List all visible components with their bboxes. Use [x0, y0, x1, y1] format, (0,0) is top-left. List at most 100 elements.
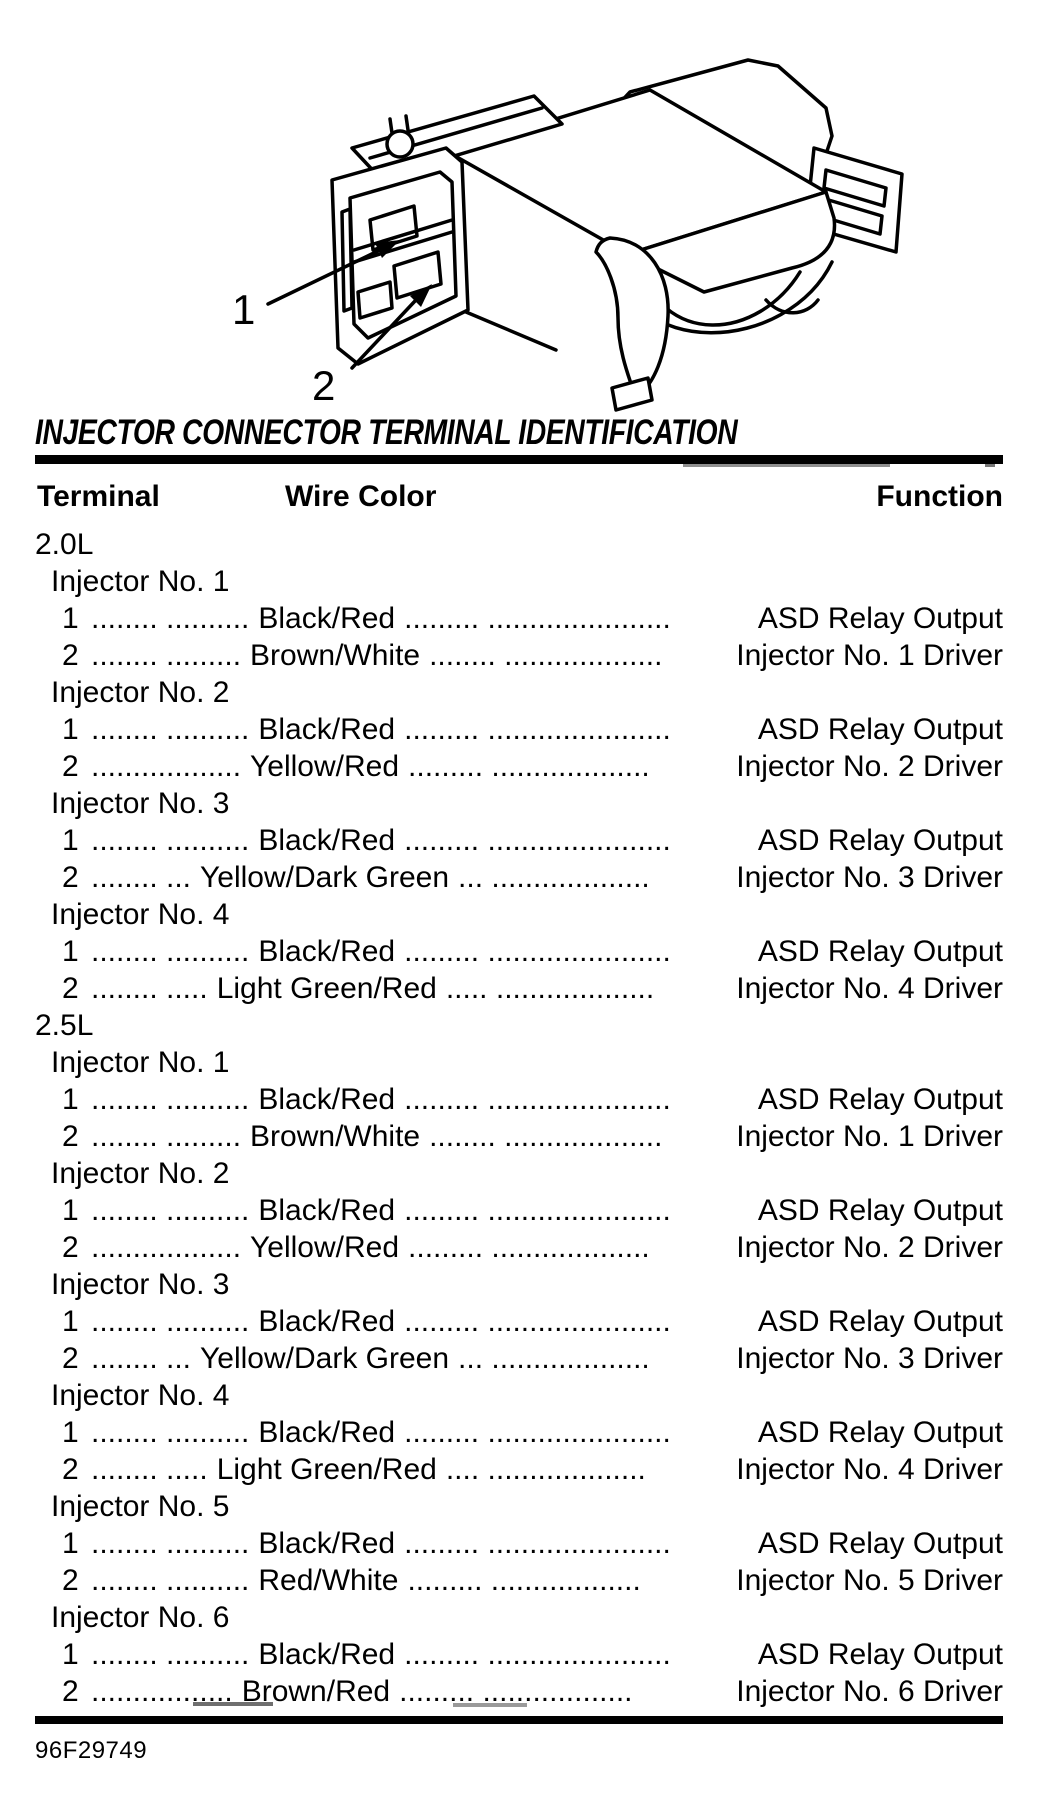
function-value: ASD Relay Output	[757, 1194, 1003, 1227]
function-value: Injector No. 1 Driver	[736, 1120, 1003, 1153]
dot-leader: ........ ...	[91, 1342, 192, 1375]
injector-label: Injector No. 1	[51, 565, 230, 598]
dot-leader: ..................	[91, 750, 242, 783]
terminal-row: 2.................Brown/Red......... ...…	[35, 1673, 1003, 1710]
function-value: ASD Relay Output	[757, 1305, 1003, 1338]
section-heading: INJECTOR CONNECTOR TERMINAL IDENTIFICATI…	[35, 413, 1003, 453]
function-value: Injector No. 6 Driver	[736, 1675, 1003, 1708]
connector-body-side	[626, 190, 837, 294]
callout-2: 2	[312, 284, 432, 409]
terminal-cavity-2	[392, 250, 443, 300]
function-value: ASD Relay Output	[757, 1416, 1003, 1449]
terminal-number: 2	[62, 750, 79, 783]
function-value: ASD Relay Output	[757, 1083, 1003, 1116]
callout-1-arrow	[266, 249, 380, 306]
dot-leader: ......... ......................	[404, 1083, 671, 1116]
terminal-row: 2........ .....Light Green/Red.... .....…	[35, 1451, 1003, 1488]
function-value: ASD Relay Output	[757, 824, 1003, 857]
wire-color-value: Black/Red	[258, 1305, 396, 1338]
dot-leader: ......... ......................	[404, 1638, 671, 1671]
scan-artifact	[453, 1703, 527, 1707]
function-value: Injector No. 3 Driver	[736, 1342, 1003, 1375]
dot-leader: ........ ..........	[91, 1416, 250, 1449]
dot-leader: ........ ..........	[91, 824, 250, 857]
heading-rule	[35, 455, 1003, 464]
terminal-number: 1	[62, 602, 79, 635]
callout-2-label: 2	[312, 362, 335, 409]
dot-leader: ......... ......................	[404, 1305, 671, 1338]
function-value: Injector No. 5 Driver	[736, 1564, 1003, 1597]
terminal-row: 2........ ...Yellow/Dark Green... ......…	[35, 859, 1003, 896]
injector-label: Injector No. 4	[51, 898, 230, 931]
wire-color-value: Black/Red	[258, 1527, 396, 1560]
section-heading-text: INJECTOR CONNECTOR TERMINAL IDENTIFICATI…	[35, 413, 738, 452]
terminal-row: 1........ ..........Black/Red......... .…	[35, 1525, 1003, 1562]
function-value: Injector No. 2 Driver	[736, 750, 1003, 783]
dot-leader: ..................	[91, 1231, 242, 1264]
function-value: ASD Relay Output	[757, 602, 1003, 635]
wire-color-value: Yellow/Dark Green	[200, 1342, 450, 1375]
terminal-number: 2	[62, 1342, 79, 1375]
terminal-number: 2	[62, 1564, 79, 1597]
dot-leader: ........ ..........	[91, 1305, 250, 1338]
function-value: ASD Relay Output	[757, 935, 1003, 968]
callout-1: 1	[232, 240, 400, 333]
connector-figure: 1 2	[0, 0, 1038, 412]
table-header: Terminal Wire Color Function	[35, 480, 1003, 526]
wire-color-value: Black/Red	[258, 824, 396, 857]
scan-artifact	[683, 464, 890, 467]
function-value: Injector No. 4 Driver	[736, 1453, 1003, 1486]
dot-leader: ........ .....	[91, 972, 208, 1005]
dot-leader: ........ .........	[91, 1120, 242, 1153]
dot-leader: ......... ......................	[404, 1194, 671, 1227]
wire-color-value: Brown/Red	[241, 1675, 391, 1708]
wire-color-value: Yellow/Red	[250, 750, 400, 783]
dot-leader: ........ ..........	[91, 1527, 250, 1560]
dot-leader: ..... ...................	[445, 972, 655, 1005]
injector-label: Injector No. 6	[51, 1601, 230, 1634]
terminal-row: 2........ .........Brown/White........ .…	[35, 1118, 1003, 1155]
figure-id: 96F29749	[35, 1737, 148, 1764]
wire-color-value: Black/Red	[258, 1416, 396, 1449]
dot-leader: ......... ...................	[408, 1231, 650, 1264]
function-value: Injector No. 4 Driver	[736, 972, 1003, 1005]
engine-section-label: 2.5L	[35, 1009, 94, 1042]
terminal-number: 2	[62, 1453, 79, 1486]
dot-leader: ........ .....	[91, 1453, 208, 1486]
dot-leader: ........ ..........	[91, 1638, 250, 1671]
terminal-number: 2	[62, 639, 79, 672]
terminal-row: 2........ ..........Red/White......... .…	[35, 1562, 1003, 1599]
wire-color-value: Black/Red	[258, 1638, 396, 1671]
terminal-row: 1........ ..........Black/Red......... .…	[35, 1192, 1003, 1229]
dot-leader: ......... ..................	[399, 1675, 633, 1708]
dot-leader: ... ...................	[458, 861, 650, 894]
dot-leader: ........ ..........	[91, 1194, 250, 1227]
scan-artifact	[193, 1702, 273, 1706]
terminal-number: 1	[62, 824, 79, 857]
column-header-wire-color: Wire Color	[285, 480, 437, 513]
callout-2-arrow	[350, 299, 417, 370]
injector-label: Injector No. 2	[51, 1157, 230, 1190]
injector-label: Injector No. 1	[51, 1046, 230, 1079]
wire-color-value: Black/Red	[258, 713, 396, 746]
function-value: ASD Relay Output	[757, 713, 1003, 746]
terminal-row: 1........ ..........Black/Red......... .…	[35, 1303, 1003, 1340]
terminal-number: 2	[62, 972, 79, 1005]
terminal-number: 2	[62, 1120, 79, 1153]
dot-leader: ........ ..........	[91, 602, 250, 635]
function-value: Injector No. 1 Driver	[736, 639, 1003, 672]
injector-label: Injector No. 2	[51, 676, 230, 709]
terminal-number: 1	[62, 1194, 79, 1227]
terminal-row: 1........ ..........Black/Red......... .…	[35, 711, 1003, 748]
wire-color-value: Yellow/Red	[250, 1231, 400, 1264]
engine-section-label: 2.0L	[35, 528, 94, 561]
function-value: Injector No. 3 Driver	[736, 861, 1003, 894]
terminal-row: 2..................Yellow/Red......... .…	[35, 1229, 1003, 1266]
page-content: INJECTOR CONNECTOR TERMINAL IDENTIFICATI…	[35, 413, 1003, 1765]
terminal-row: 2..................Yellow/Red......... .…	[35, 748, 1003, 785]
terminal-number: 2	[62, 1675, 79, 1708]
wire-color-value: Black/Red	[258, 602, 396, 635]
dot-leader: ......... ......................	[404, 713, 671, 746]
injector-label: Injector No. 3	[51, 787, 230, 820]
wire-color-value: Black/Red	[258, 935, 396, 968]
